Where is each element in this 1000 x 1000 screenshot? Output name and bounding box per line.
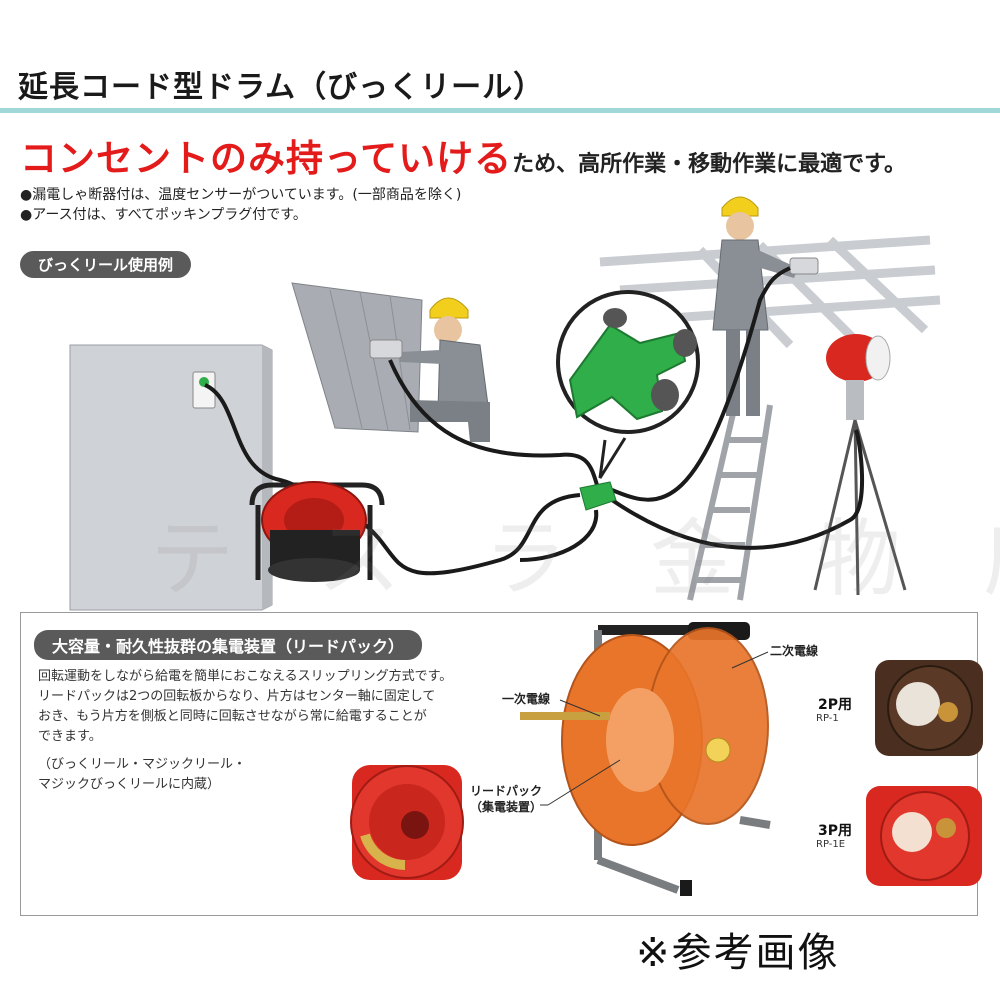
lead-pack-desc-line: リードパックは2つの回転板からなり、片方はセンター軸に固定して [38, 689, 436, 704]
callout-primary-wire: 一次電線 [502, 692, 551, 706]
usage-example-label: びっくリール使用例 [20, 251, 192, 278]
model-2p-code: RP-1 [816, 713, 839, 724]
title-divider [0, 108, 1000, 113]
reference-image-note: ※参考画像 [636, 930, 840, 976]
lead-pack-desc-line: 回転運動をしながら給電を簡単におこなえるスリップリング方式です。 [38, 669, 453, 684]
model-3p-title: 3P用 [818, 823, 853, 839]
model-2p-title: 2P用 [818, 697, 853, 713]
lead-pack-panel [20, 612, 978, 916]
callout-secondary-wire: 二次電線 [770, 644, 819, 658]
scaffold-frame [599, 235, 941, 349]
headline-emphasis: コンセントのみ持っていける [20, 137, 513, 180]
bullet-leak-breaker: ●漏電しゃ断器付は、温度センサーがついています。(一部商品を除く) [20, 187, 462, 203]
callout-lead-pack-sub: （集電装置） [470, 800, 543, 814]
lead-pack-label: 大容量・耐久性抜群の集電装置（リードパック） [34, 630, 423, 660]
orange-reel [520, 622, 771, 896]
worker-on-ladder [712, 196, 819, 416]
lead-pack-desc-line: マジックびっくリールに内蔵） [38, 777, 221, 792]
metal-panel [291, 282, 423, 433]
splitter-zoom [556, 290, 700, 479]
ground-splitter [579, 481, 617, 511]
lead-pack-desc-line: おき、もう片方を側板と同時に回転させながら常に給電することが [38, 709, 427, 724]
bullet-earth-plug: ●アース付は、すべてポッキンプラグ付です。 [20, 207, 307, 223]
model-3p-code: RP-1E [816, 839, 846, 850]
lead-pack-2p [875, 660, 983, 756]
ladder [687, 404, 773, 601]
work-light [813, 334, 907, 596]
headline-rest: ため、高所作業・移動作業に最適です。 [512, 152, 906, 177]
lead-pack-desc-line: （びっくリール・マジックリール・ [38, 757, 247, 772]
store-watermark: テ ス ラ 金 物 店 [150, 510, 1000, 608]
headline: コンセントのみ持っていけるため、高所作業・移動作業に最適です。 [20, 128, 906, 182]
callout-lead-pack: リードパック [470, 784, 543, 798]
lead-pack-desc-line: できます。 [38, 729, 102, 744]
lead-pack-3p [866, 786, 982, 886]
page-title: 延長コード型ドラム（びっくリール） [18, 70, 545, 105]
red-lead-pack [350, 765, 464, 880]
worker-kneeling [369, 297, 490, 442]
cable-reel-example [249, 481, 385, 582]
